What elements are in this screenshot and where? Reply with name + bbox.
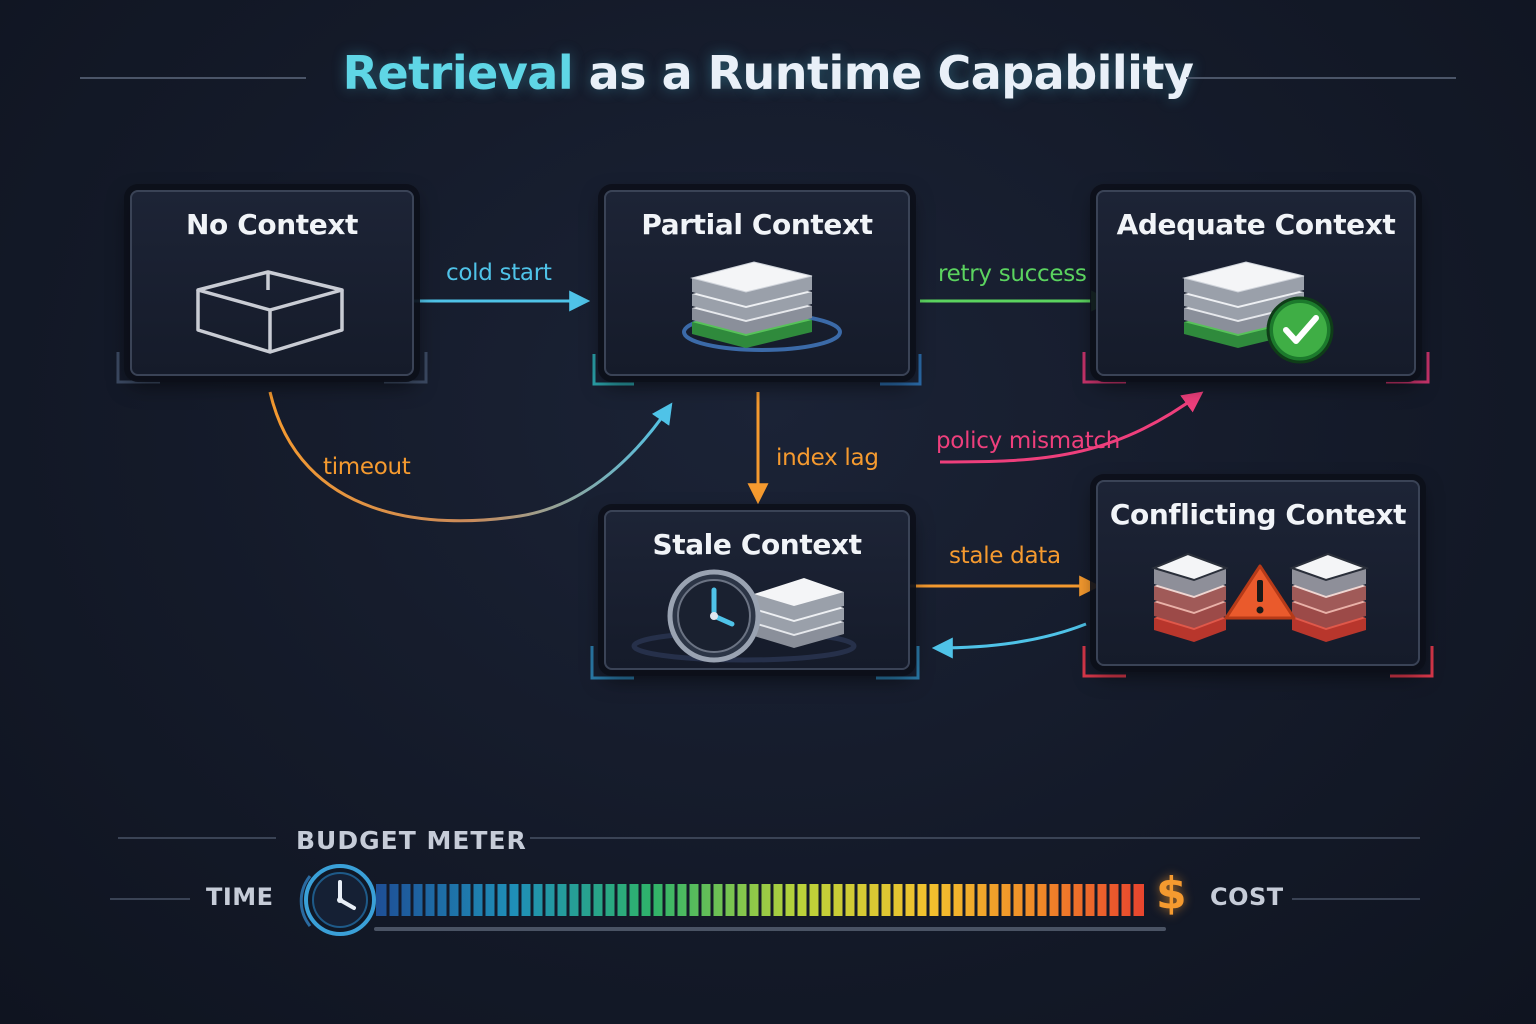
node-stale-context: Stale Context (604, 510, 910, 670)
budget-meter-title: BUDGET METER (296, 826, 527, 855)
page-title: Retrieval as a Runtime Capability (343, 46, 1194, 100)
node-adequate-context: Adequate Context (1096, 190, 1416, 376)
bracket-adequate-left (1082, 352, 1126, 384)
warning-stacks-icon (1151, 552, 1370, 642)
edge-timeout (268, 391, 673, 523)
edge-label-index-lag: index lag (776, 445, 879, 471)
node-no-context-label: No Context (186, 208, 358, 241)
node-stale-context-label: Stale Context (652, 528, 862, 561)
node-partial-context: Partial Context (604, 190, 910, 376)
edge-label-cold-start: cold start (446, 260, 552, 286)
bracket-no-context-left (116, 352, 160, 384)
bracket-conflicting-right (1390, 646, 1434, 678)
title-rest: as a Runtime Capability (573, 46, 1194, 100)
bracket-partial-left (592, 354, 634, 386)
partial-stack-icon (682, 261, 842, 352)
bracket-no-context-right (384, 352, 428, 384)
bracket-partial-right (880, 354, 922, 386)
bracket-stale-left (590, 646, 634, 680)
budget-meter-segments (386, 884, 1134, 916)
node-no-context: No Context (130, 190, 414, 376)
title-area: Retrieval as a Runtime Capability (0, 40, 1536, 120)
node-partial-context-label: Partial Context (641, 208, 873, 241)
edge-label-timeout: timeout (323, 454, 411, 480)
edge-label-stale-data: stale data (949, 543, 1061, 569)
bracket-stale-right (876, 646, 920, 680)
node-conflicting-context: Conflicting Context (1096, 480, 1420, 666)
bracket-conflicting-left (1082, 646, 1126, 678)
title-accent: Retrieval (342, 46, 574, 100)
node-conflicting-context-label: Conflicting Context (1109, 498, 1407, 531)
edge-policy-mismatch (939, 391, 1204, 464)
edge-label-retry-success: retry success (938, 261, 1087, 287)
budget-cost-label: COST (1210, 883, 1284, 911)
edge-return (931, 622, 1087, 659)
stack-check-icon (1182, 261, 1334, 364)
dollar-icon: $ (1156, 868, 1187, 919)
bracket-adequate-right (1386, 352, 1430, 384)
budget-time-label: TIME (206, 883, 274, 911)
empty-box-icon (196, 270, 344, 354)
node-adequate-context-label: Adequate Context (1116, 208, 1396, 241)
clock-stack-icon (631, 569, 857, 663)
edge-label-policy-mismatch: policy mismatch (936, 428, 1121, 454)
clock-icon (299, 864, 376, 936)
